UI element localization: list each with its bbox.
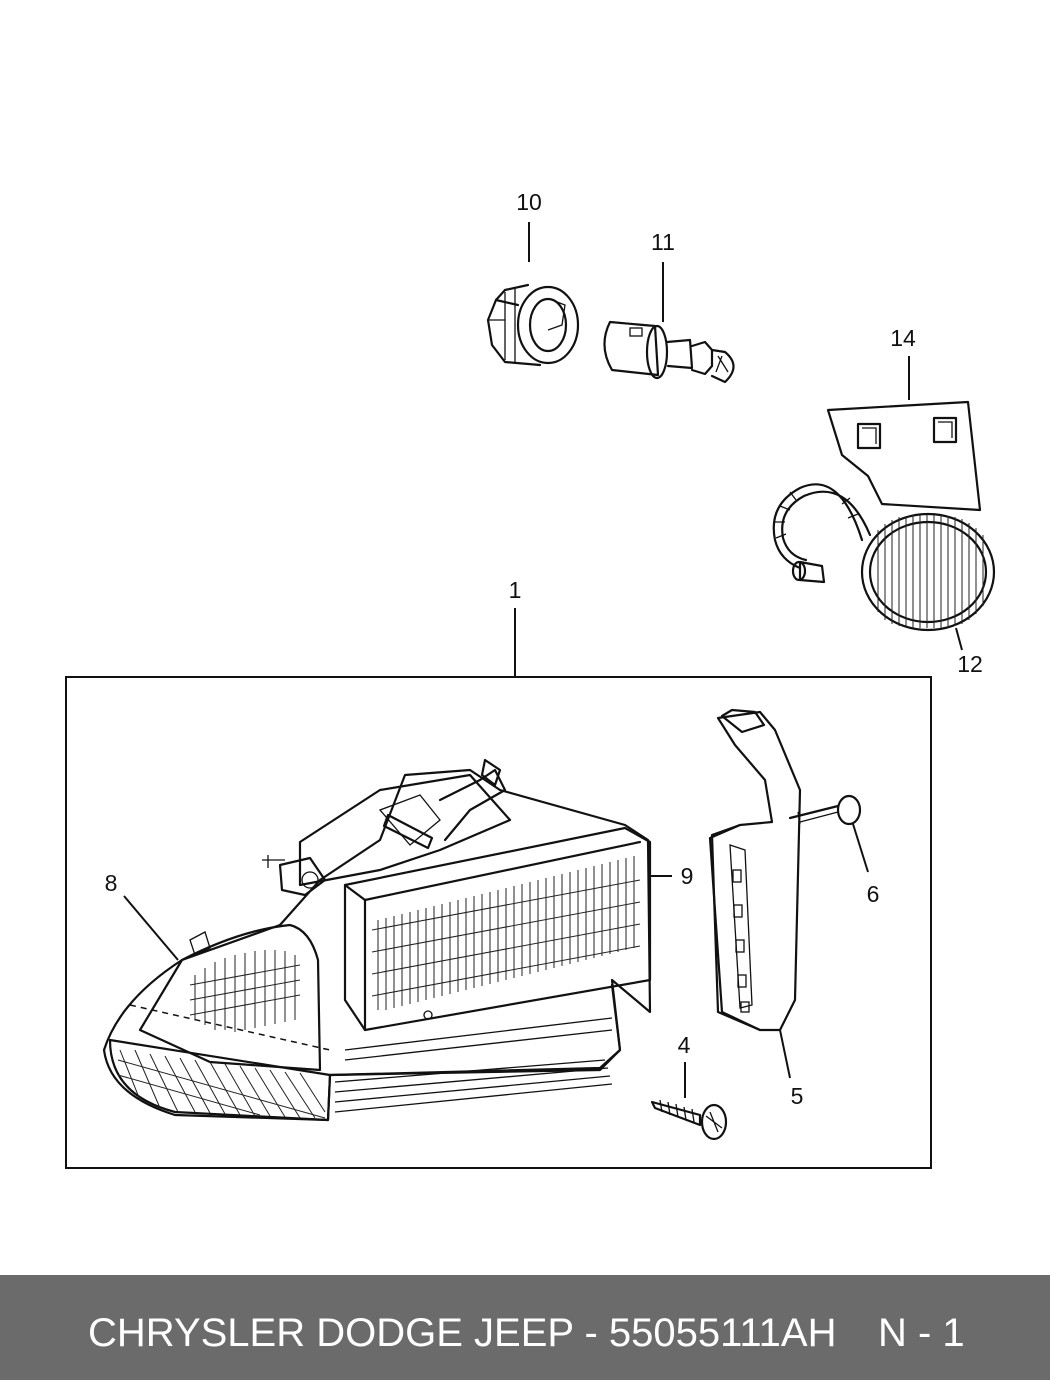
footer-title: CHRYSLER DODGE JEEP - 55055111AH — [88, 1311, 837, 1355]
callout-10: 10 — [516, 189, 542, 215]
callout-5: 5 — [791, 1083, 804, 1109]
part-10-socket — [486, 283, 580, 367]
part-12-fog-lamp — [772, 483, 996, 632]
part-11-bulb — [603, 320, 735, 384]
footer-bar: CHRYSLER DODGE JEEP - 55055111AH N - 1 — [0, 1275, 1050, 1380]
callout-11: 11 — [651, 229, 675, 255]
part-5-bracket — [708, 708, 802, 1032]
part-1-headlamp-assembly — [102, 758, 652, 1122]
footer-page-label: N - 1 — [878, 1311, 965, 1355]
callout-8: 8 — [105, 870, 118, 896]
callout-6: 6 — [867, 881, 880, 907]
part-4-screw — [650, 1099, 728, 1141]
part-14-bracket — [826, 400, 982, 512]
callout-1: 1 — [509, 577, 522, 603]
assembly-frame — [65, 676, 932, 1169]
part-6-push-pin — [788, 794, 862, 826]
callout-4: 4 — [678, 1032, 691, 1058]
callout-9: 9 — [681, 863, 694, 889]
callout-12: 12 — [957, 651, 983, 677]
leader-lines — [123, 222, 963, 1098]
diagram-canvas: 10 11 14 12 1 8 9 6 4 5 — [65, 189, 996, 1169]
callout-14: 14 — [890, 325, 916, 351]
parts-diagram: 10 11 14 12 1 8 9 6 4 5 — [65, 189, 996, 1169]
